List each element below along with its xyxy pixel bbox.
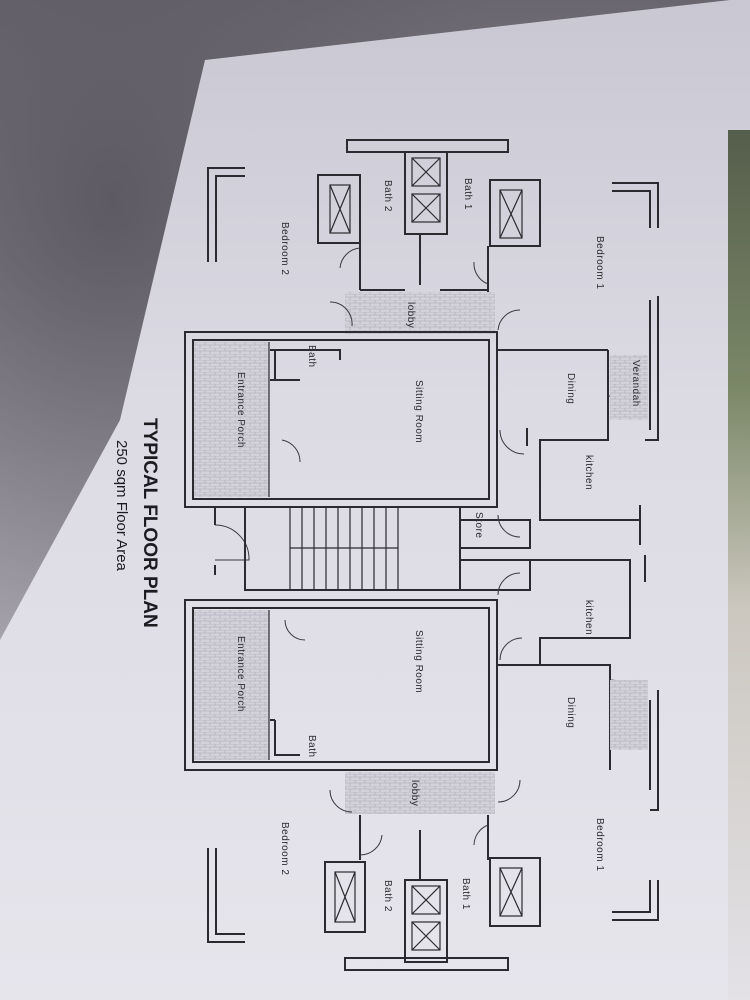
upper-store-label: Store — [473, 512, 484, 538]
lower-unit — [184, 559, 659, 971]
lower-lobby-floor — [345, 772, 495, 814]
lower-bedroom2-label: Bedroom 2 — [279, 822, 290, 875]
upper-unit — [184, 139, 659, 575]
upper-lobby-floor — [345, 292, 495, 334]
lower-bath2-label: Bath 2 — [382, 880, 393, 912]
upper-bedroom1-corner — [612, 182, 659, 228]
upper-bath1-block — [489, 179, 541, 247]
lower-bath-label: Bath — [306, 735, 317, 758]
upper-balcony-wall — [346, 139, 509, 153]
lower-main-outline — [184, 599, 498, 771]
upper-bath2-fixture — [329, 184, 351, 234]
upper-bath1-label: Bath 1 — [462, 178, 473, 210]
upper-porch-label: Entrance Porch — [235, 372, 246, 448]
lower-dining-label: Dining — [565, 697, 576, 728]
upper-main-outline — [184, 331, 498, 508]
upper-bath-label: Bath — [306, 345, 317, 368]
lower-porch-floor — [194, 610, 269, 760]
lower-shaft — [404, 879, 448, 963]
upper-verandah-label: Verandah — [630, 360, 641, 407]
lower-sitting-label: Sitting Room — [413, 630, 424, 693]
lower-bath2-block — [324, 861, 366, 933]
upper-kitchen-label: kitchen — [583, 455, 594, 490]
lower-bedroom2-corner — [207, 848, 245, 943]
plan-subtitle: 250 sqm Floor Area — [113, 440, 130, 572]
upper-sitting-label: Sitting Room — [413, 380, 424, 443]
upper-bath2-block — [317, 174, 361, 244]
upper-bedroom1-label: Bedroom 1 — [594, 236, 605, 289]
background-foliage-edge — [728, 130, 750, 1000]
upper-lobby-label: lobby — [405, 302, 416, 328]
upper-porch-floor — [194, 342, 269, 497]
upper-bedroom2-label: Bedroom 2 — [279, 222, 290, 275]
upper-bath2-label: Bath 2 — [382, 180, 393, 212]
lower-bath1-block — [489, 857, 541, 927]
lower-bath1-label: Bath 1 — [460, 878, 471, 910]
lower-bedroom1-corner — [612, 880, 659, 921]
lower-lobby-label: lobby — [409, 780, 420, 806]
upper-shaft — [404, 151, 448, 235]
upper-bedroom2-corner — [207, 167, 245, 262]
lower-balcony-wall — [344, 957, 509, 971]
room-labels: Bedroom 1 Bath 1 Bath 2 Bedroom 2 lobby … — [235, 178, 641, 912]
lower-porch-label: Entrance Porch — [235, 636, 246, 712]
stair-core — [244, 506, 646, 596]
plan-title: TYPICAL FLOOR PLAN — [139, 418, 160, 628]
lower-bedroom1-label: Bedroom 1 — [594, 818, 605, 871]
upper-dining-label: Dining — [565, 373, 576, 404]
lower-kitchen-label: kitchen — [583, 600, 594, 635]
